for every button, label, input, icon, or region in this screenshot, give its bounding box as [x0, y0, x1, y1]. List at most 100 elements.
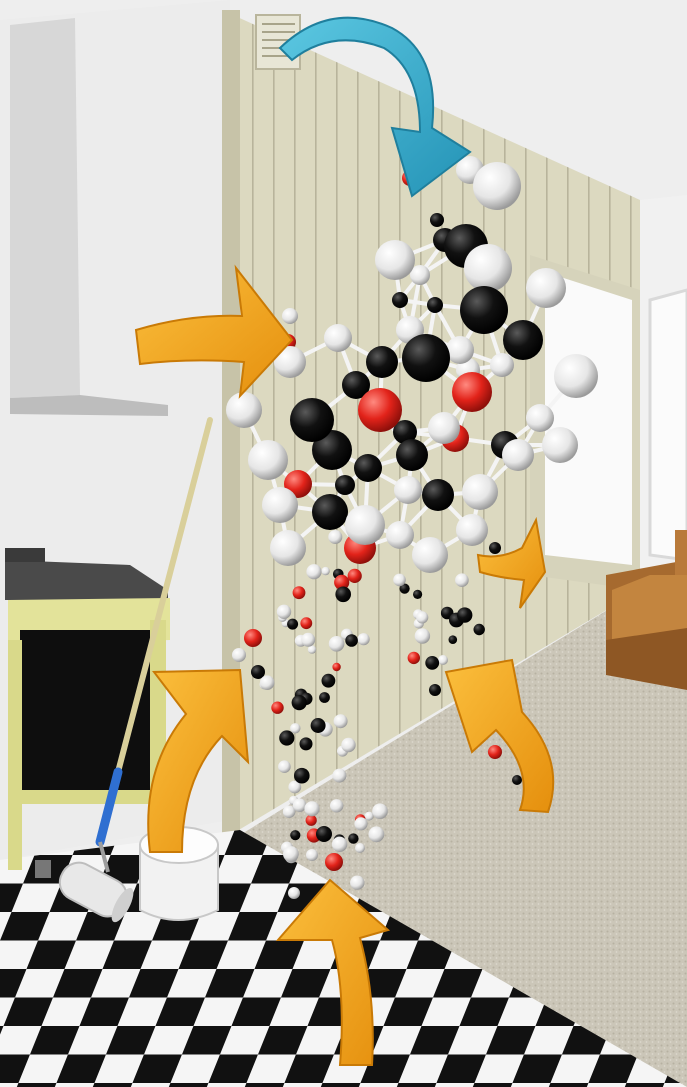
carbon-atom: [460, 286, 508, 334]
carbon-atom: [448, 635, 458, 644]
carbon-atom: [316, 826, 332, 842]
hydrogen-atom: [248, 440, 288, 480]
carbon-atom: [294, 767, 310, 784]
hydrogen-atom: [414, 628, 431, 644]
hydrogen-atom: [438, 655, 448, 665]
carbon-atom: [430, 213, 444, 227]
oxygen-atom: [325, 853, 343, 871]
carbon-atom: [425, 656, 440, 670]
hydrogen-atom: [394, 476, 422, 504]
carbon-atom: [312, 430, 352, 470]
carbon-atom: [310, 718, 326, 733]
carbon-atom: [396, 439, 428, 471]
orange-arrow-icon: [134, 264, 555, 1066]
hydrogen-atom: [328, 530, 343, 544]
carbon-atom: [413, 589, 423, 600]
oxygen-atom: [334, 574, 350, 591]
hydrogen-atom: [324, 324, 352, 352]
carbon-atom: [319, 692, 330, 703]
hydrogen-atom: [462, 474, 498, 510]
hydrogen-atom: [372, 803, 388, 819]
hydrogen-atom: [262, 487, 298, 523]
hydrogen-atom: [393, 573, 406, 587]
hydrogen-atom: [428, 412, 460, 444]
hydrogen-atom: [259, 675, 275, 690]
hydrogen-atom: [345, 505, 385, 545]
hydrogen-atom: [288, 887, 300, 899]
carbon-atom: [312, 494, 348, 530]
hydrogen-atom: [375, 240, 415, 280]
hydrogen-atom: [330, 799, 344, 813]
hydrogen-atom: [416, 611, 429, 624]
carbon-atom: [345, 634, 358, 647]
hydrogen-atom: [355, 843, 365, 853]
hydrogen-atom: [455, 573, 469, 587]
hydrogen-atom: [301, 632, 316, 647]
hydrogen-atom: [490, 353, 514, 377]
carbon-atom: [335, 586, 352, 603]
carbon-atom: [392, 292, 408, 308]
hydrogen-atom: [502, 439, 534, 471]
oxygen-atom: [488, 745, 502, 759]
carbon-atom: [427, 297, 443, 313]
hydrogen-atom: [364, 811, 374, 821]
oxygen-atom: [332, 662, 341, 672]
hydrogen-atom: [410, 265, 430, 285]
carbon-atom: [457, 607, 473, 623]
hydrogen-atom: [282, 308, 298, 324]
hydrogen-atom: [292, 798, 307, 812]
hydrogen-atom: [232, 648, 246, 662]
carbon-atom: [299, 737, 313, 751]
carbon-atom: [422, 479, 454, 511]
hydrogen-atom: [331, 836, 348, 852]
oxygen-atom: [407, 651, 420, 665]
hydrogen-atom: [542, 427, 578, 463]
hydrogen-atom: [386, 521, 414, 549]
carbon-atom: [348, 833, 359, 844]
carbon-atom: [335, 475, 355, 495]
carbon-atom: [489, 542, 501, 554]
carbon-atom: [503, 320, 543, 360]
hydrogen-atom: [270, 530, 306, 566]
hydrogen-atom: [554, 354, 598, 398]
carbon-atom: [290, 830, 301, 841]
hydrogen-atom: [456, 514, 488, 546]
oxygen-atom: [292, 586, 306, 600]
carbon-atom: [366, 346, 398, 378]
hydrogen-atom: [357, 633, 370, 646]
hydrogen-atom: [332, 768, 347, 783]
hydrogen-atom: [350, 875, 365, 890]
carbon-atom: [291, 695, 307, 711]
hydrogen-atom: [282, 805, 296, 818]
carbon-atom: [399, 583, 410, 594]
hydrogen-atom: [446, 336, 474, 364]
hydrogen-atom: [226, 392, 262, 428]
hydrogen-atom: [328, 636, 345, 652]
hydrogen-atom: [288, 780, 302, 794]
carbon-atom: [321, 673, 336, 688]
hydrogen-atom: [526, 268, 566, 308]
molecular-model: [226, 156, 598, 899]
hydrogen-atom: [276, 604, 292, 619]
teal-arrow-icon: [278, 16, 472, 198]
hydrogen-atom: [412, 537, 448, 573]
carbon-atom: [279, 730, 295, 746]
hydrogen-atom: [290, 723, 301, 734]
oxygen-atom: [244, 629, 262, 647]
hydrogen-atom: [307, 645, 317, 654]
oxygen-atom: [305, 814, 317, 826]
oxygen-atom: [271, 701, 284, 714]
carbon-atom: [354, 454, 382, 482]
carbon-atom: [393, 420, 417, 444]
range-hood: [10, 18, 80, 398]
oxygen-atom: [452, 372, 492, 412]
carbon-atom: [402, 334, 450, 382]
carbon-atom: [429, 684, 441, 696]
oxygen-atom: [347, 568, 362, 584]
hydrogen-atom: [321, 566, 330, 576]
hydrogen-atom: [464, 244, 512, 292]
hydrogen-atom: [274, 346, 306, 378]
paint-roller-icon: [58, 417, 213, 923]
